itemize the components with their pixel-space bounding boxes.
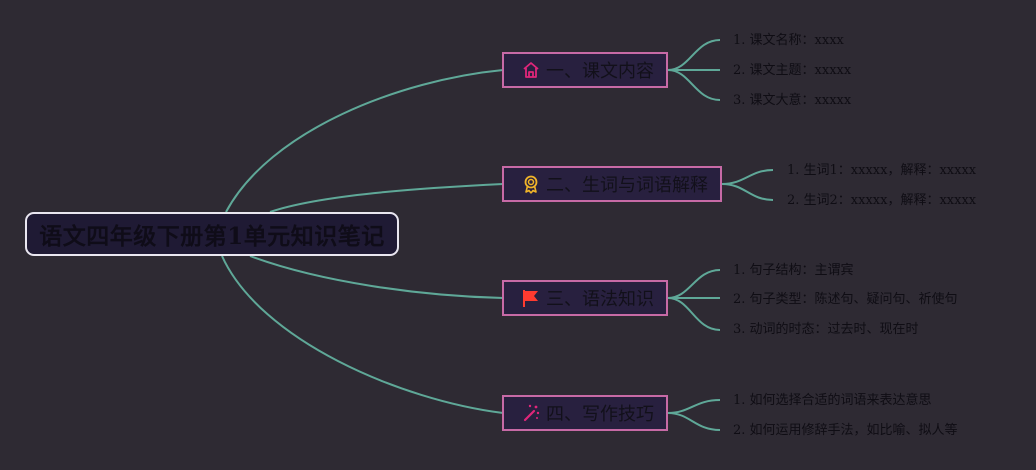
link-topic-3-item-1 bbox=[667, 269, 721, 299]
link-topic-2-item-1 bbox=[721, 169, 774, 185]
link-topic-4-item-1 bbox=[667, 399, 721, 414]
link-topic-1-item-1 bbox=[667, 39, 721, 71]
topic-node-1[interactable]: 一、课文内容 bbox=[502, 52, 668, 88]
leaf-3-2[interactable]: 2. 句子类型：陈述句、疑问句、祈使句 bbox=[733, 292, 958, 307]
topic-node-2[interactable]: 二、生词与词语解释 bbox=[502, 166, 722, 202]
leaf-4-1[interactable]: 1. 如何选择合适的词语来表达意思 bbox=[733, 393, 932, 408]
topic-label-3: 三、语法知识 bbox=[546, 289, 654, 310]
root-label: 语文四年级下册第1单元知识笔记 bbox=[39, 223, 385, 250]
award-ribbon-icon bbox=[520, 173, 542, 195]
leaf-1-1[interactable]: 1. 课文名称：xxxx bbox=[733, 33, 844, 48]
leaf-2-1[interactable]: 1. 生词1：xxxxx，解释：xxxxx bbox=[787, 163, 977, 178]
topic-node-4[interactable]: 四、写作技巧 bbox=[502, 395, 668, 431]
link-topic-3-item-3 bbox=[667, 297, 721, 331]
link-root-topic-2 bbox=[269, 183, 504, 213]
link-topic-1-item-3 bbox=[667, 69, 721, 101]
root-node[interactable]: 语文四年级下册第1单元知识笔记 bbox=[25, 212, 399, 256]
magic-wand-icon bbox=[520, 402, 542, 424]
leaf-4-2[interactable]: 2. 如何运用修辞手法，如比喻、拟人等 bbox=[733, 423, 958, 438]
leaf-2-2[interactable]: 2. 生词2：xxxxx，解释：xxxxx bbox=[787, 193, 977, 208]
leaf-3-1[interactable]: 1. 句子结构：主谓宾 bbox=[733, 263, 854, 278]
topic-label-4: 四、写作技巧 bbox=[546, 404, 654, 425]
leaf-1-2[interactable]: 2. 课文主题：xxxxx bbox=[733, 63, 852, 78]
flag-icon bbox=[520, 287, 542, 309]
home-icon bbox=[520, 59, 542, 81]
topic-node-3[interactable]: 三、语法知识 bbox=[502, 280, 668, 316]
link-topic-2-item-2 bbox=[721, 183, 774, 201]
link-root-topic-4 bbox=[221, 255, 504, 414]
topic-label-2: 二、生词与词语解释 bbox=[546, 175, 708, 196]
leaf-1-3[interactable]: 3. 课文大意：xxxxx bbox=[733, 93, 852, 108]
link-topic-4-item-2 bbox=[667, 412, 721, 431]
topic-label-1: 一、课文内容 bbox=[546, 61, 654, 82]
leaf-3-3[interactable]: 3. 动词的时态：过去时、现在时 bbox=[733, 322, 919, 337]
link-root-topic-3 bbox=[249, 255, 504, 299]
link-root-topic-1 bbox=[225, 69, 504, 213]
